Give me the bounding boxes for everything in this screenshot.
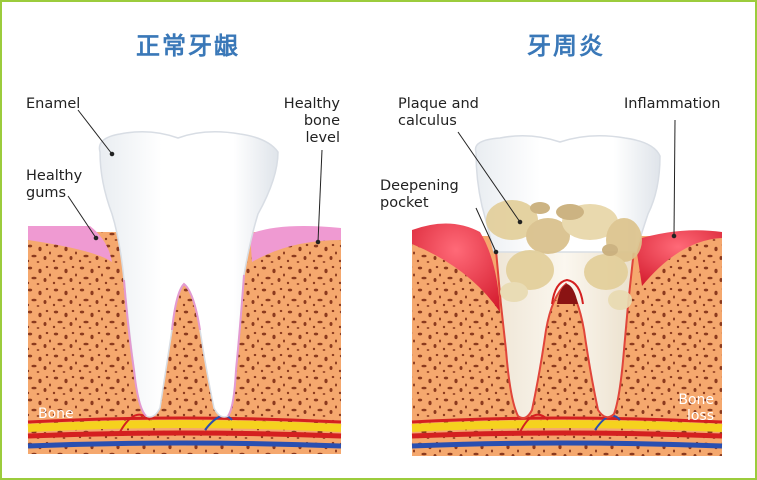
vessels-periodontitis [411, 413, 723, 449]
label-plaque-calculus: Plaque and calculus [398, 96, 479, 129]
healthy-tooth-panel [27, 131, 342, 454]
label-deepening-pocket: Deepening pocket [380, 178, 459, 211]
leader-lines [67, 109, 677, 255]
title-healthy-gums: 正常牙龈 [136, 32, 240, 60]
healthy-gum-left [28, 226, 112, 262]
periodontitis-tooth-panel [411, 135, 723, 456]
deepening-pocket [557, 284, 578, 304]
label-healthy-gums: Healthy gums [26, 168, 83, 201]
inflamed-gum-right [635, 230, 722, 286]
periodontitis-tooth-root [494, 249, 636, 419]
inflamed-gum-left [412, 223, 500, 312]
label-enamel: Enamel [26, 96, 81, 112]
label-bone: Bone [38, 406, 74, 422]
label-bone-loss: Bone loss [678, 392, 714, 424]
title-periodontitis: 牙周炎 [527, 32, 605, 60]
plaque-calculus [486, 200, 642, 310]
label-inflammation: Inflammation [624, 96, 721, 112]
label-healthy-bone-level: Healthy bone level [283, 96, 340, 146]
vessels-healthy [27, 413, 342, 449]
